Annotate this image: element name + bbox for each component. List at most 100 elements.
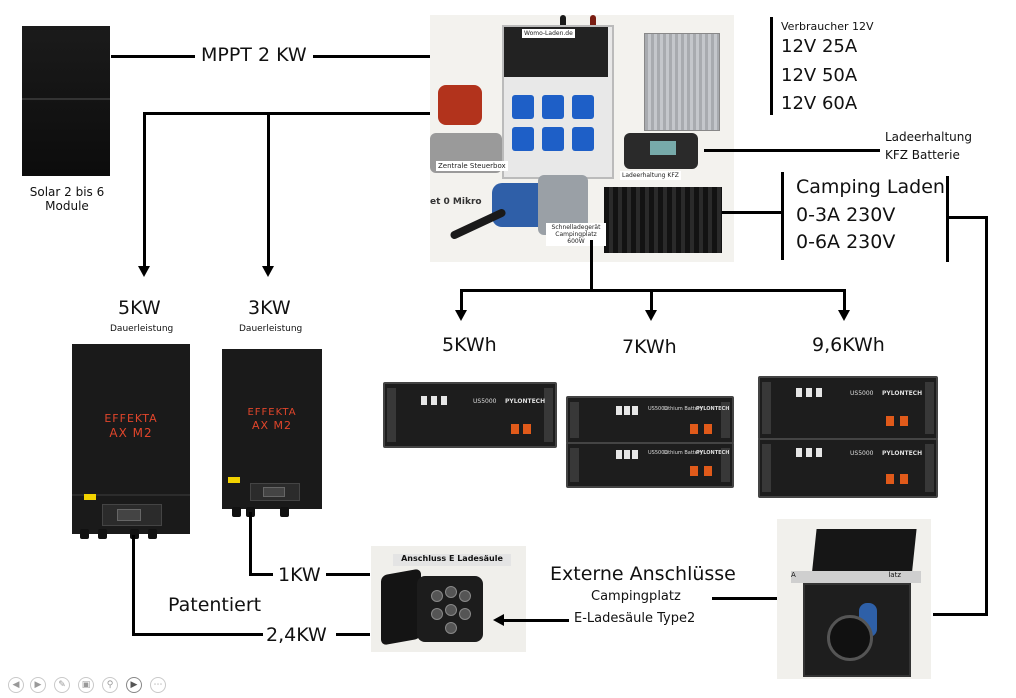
output-24kw: 2,4KW [266, 624, 327, 646]
rack-ear [387, 388, 396, 442]
shore-charger [604, 187, 722, 253]
terminal [900, 416, 908, 426]
warning-label [84, 494, 96, 500]
cable-gland [130, 529, 139, 539]
arrow-down-icon [138, 266, 150, 277]
blue-socket [572, 95, 594, 119]
connector-solar-mppt [111, 55, 195, 58]
connector-battery1 [460, 289, 463, 313]
battery-module: US5000 Lithium Battery PYLONTECH [566, 396, 734, 444]
ev-socket-photo: Anschluss E Ladesäule [371, 546, 526, 652]
dip-switch [632, 406, 638, 415]
maintenance-label-line1: Ladeerhaltung [885, 130, 972, 144]
connector-inverter2-out [249, 512, 252, 576]
socket-pin [431, 590, 443, 602]
connector-1kw-socket [326, 573, 370, 576]
prev-icon[interactable]: ◀ [8, 677, 24, 693]
inverter1-power: 5KW [118, 297, 161, 319]
camera-icon[interactable]: ▶ [126, 677, 142, 693]
control-box-photo: Womo-Laden.de Zentrale Steuerbox et 0 Mi… [430, 15, 734, 262]
battery-sub: Lithium Battery [664, 406, 703, 412]
rack-ear [925, 444, 934, 492]
arrow-down-icon [645, 310, 657, 321]
red-cee-socket [438, 85, 482, 125]
connector-camping-socket [712, 597, 788, 600]
shore-charger-label: Schnelladegerät Campingplatz 600W [546, 223, 606, 246]
inverter-screen [263, 487, 285, 497]
external-title: Externe Anschlüsse [550, 563, 736, 585]
dip-switch [616, 450, 622, 459]
battery-module: US5000 PYLONTECH [758, 438, 938, 498]
inverter2-power: 3KW [248, 297, 291, 319]
camping-socket-photo: A latz [777, 519, 931, 679]
battery-module: US5000 PYLONTECH [383, 382, 557, 448]
socket-pin [445, 622, 457, 634]
consumer-bracket [770, 17, 773, 115]
dip-switch [796, 388, 802, 397]
connector-ev-socket [503, 619, 569, 622]
battery-model: US5000 [648, 406, 668, 412]
battery-brand: PYLONTECH [882, 450, 923, 457]
ev-socket-label: Anschluss E Ladesäule [393, 554, 511, 566]
rack-ear [721, 402, 730, 438]
camping-socket-label: A latz [791, 571, 921, 583]
external-ev: E-Ladesäule Type2 [574, 611, 696, 626]
dip-switch [796, 448, 802, 457]
battery3-capacity: 9,6KWh [812, 334, 885, 356]
blue-socket [542, 127, 564, 151]
cable-gland [80, 529, 89, 539]
terminal [886, 416, 894, 426]
consumer-item: 12V 25A [781, 36, 858, 57]
cable-gland [280, 507, 289, 517]
terminal [704, 424, 712, 434]
socket-pin [459, 590, 471, 602]
slides-icon[interactable]: ▣ [78, 677, 94, 693]
inverter1-subtitle: Dauerleistung [110, 324, 174, 334]
dip-switch [616, 406, 622, 415]
maintenance-charger [624, 133, 698, 169]
inverter2-subtitle: Dauerleistung [239, 324, 303, 334]
patent-label: Patentiert [168, 594, 262, 616]
control-box-label: Zentrale Steuerbox [436, 161, 508, 171]
socket-pin [459, 608, 471, 620]
battery-model: US5000 [850, 390, 874, 397]
battery-module: US5000 PYLONTECH [758, 376, 938, 440]
socket-flap [381, 568, 421, 646]
maintenance-label-line2: KFZ Batterie [885, 148, 960, 162]
blue-socket [512, 127, 534, 151]
connector-inverter1-out [132, 535, 135, 636]
terminal [900, 474, 908, 484]
pen-icon[interactable]: ✎ [54, 677, 70, 693]
cable-gland [98, 529, 107, 539]
zoom-icon[interactable]: ⚲ [102, 677, 118, 693]
shore-charger-label-line1: Schnelladegerät [551, 224, 601, 231]
connector-camping-socket-h [946, 216, 987, 219]
divider [72, 494, 190, 496]
camping-bracket-right [946, 176, 949, 262]
dip-switch [624, 450, 630, 459]
battery2-capacity: 7KWh [622, 336, 677, 358]
connector-inverter1-out-h [132, 633, 263, 636]
partial-text: et 0 Mikro [430, 197, 482, 207]
terminal [523, 424, 531, 434]
dip-switch [806, 448, 812, 457]
terminal [886, 474, 894, 484]
arrow-down-icon [838, 310, 850, 321]
connector-mppt-box [313, 55, 430, 58]
dip-switch [816, 448, 822, 457]
output-1kw: 1KW [278, 564, 321, 586]
next-icon[interactable]: ▶ [30, 677, 46, 693]
inverter-display-panel [250, 483, 300, 501]
connector-camping-socket-v [985, 216, 988, 616]
more-icon[interactable]: ⋯ [150, 677, 166, 693]
rack-ear [762, 444, 771, 492]
consumer-title: Verbraucher 12V [781, 20, 874, 33]
dip-switch [816, 388, 822, 397]
dip-switch [431, 396, 437, 405]
dip-switch [624, 406, 630, 415]
inverter-brand: EFFEKTA [104, 412, 158, 425]
battery-brand: PYLONTECH [696, 450, 730, 456]
rack-ear [570, 448, 579, 482]
blue-socket [572, 127, 594, 151]
inverter-effekta-3kw: EFFEKTA AX M2 [222, 349, 322, 517]
